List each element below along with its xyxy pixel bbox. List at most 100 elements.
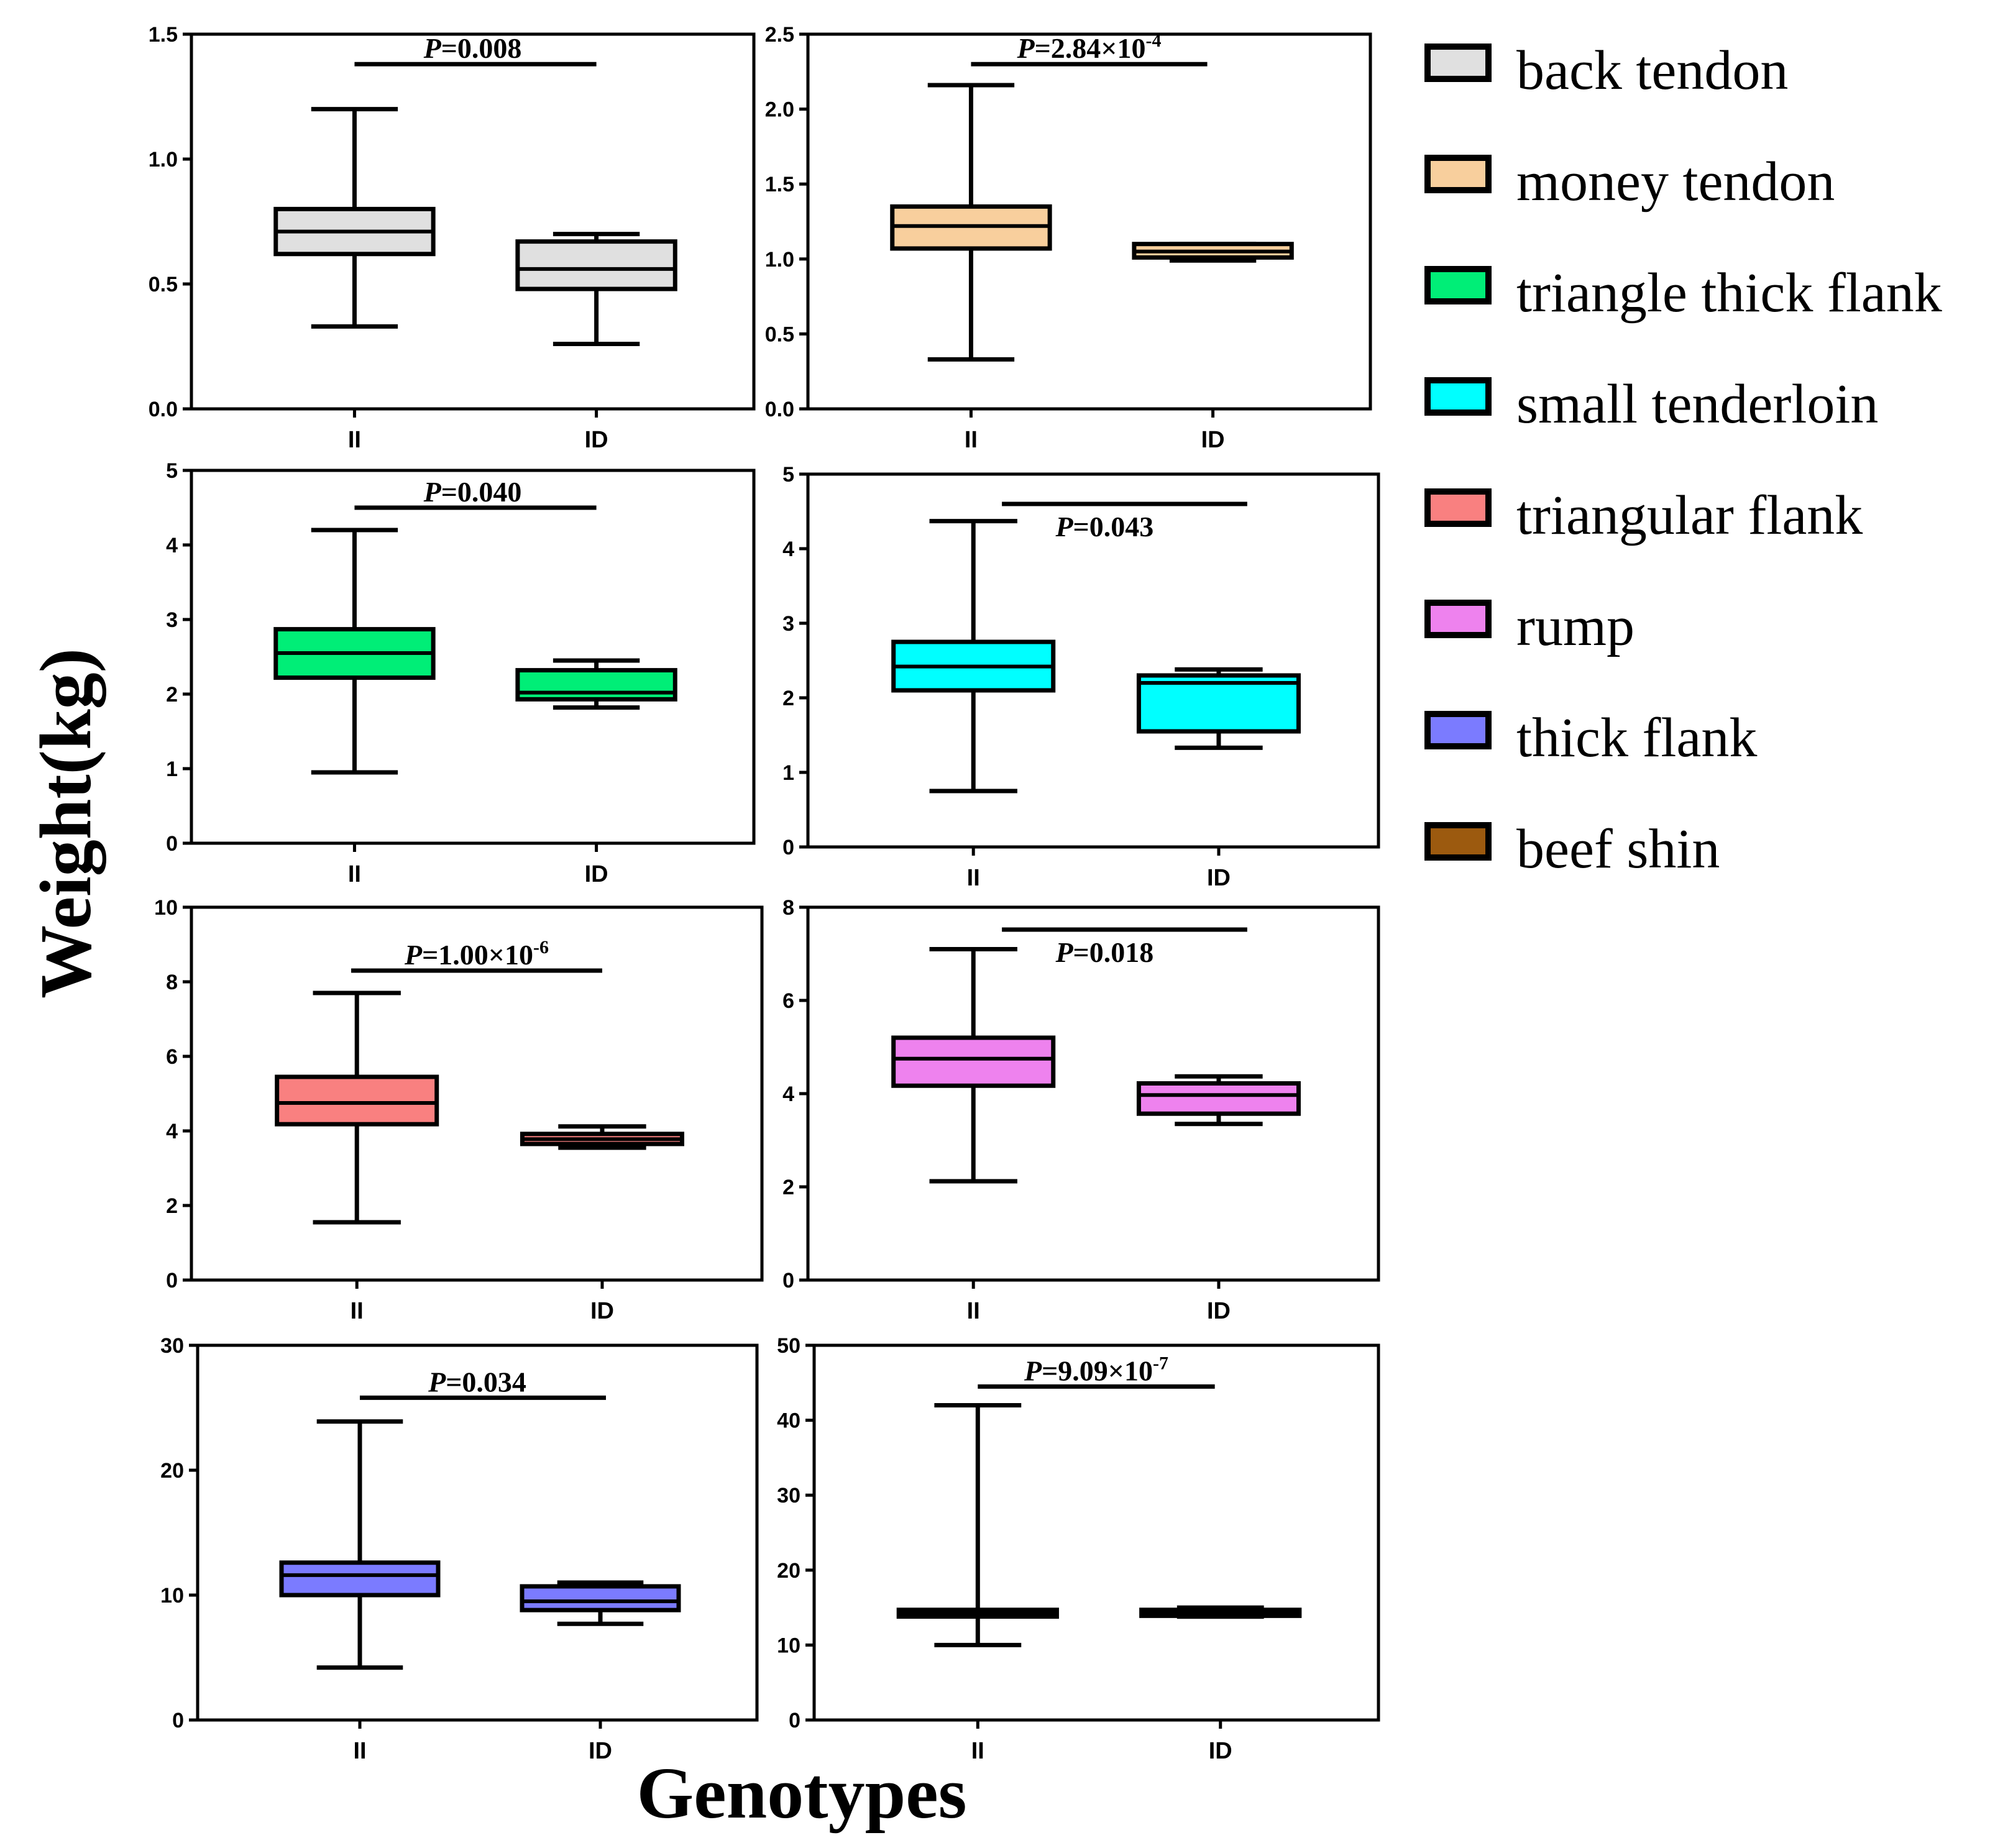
box-II — [279, 1419, 441, 1670]
p-value-text: =0.008 — [441, 32, 522, 64]
x-tick-label: ID — [1201, 427, 1225, 453]
p-value-exponent: -4 — [1146, 30, 1162, 51]
y-tick-label: 0 — [166, 832, 178, 856]
y-tick-label: 4 — [782, 537, 794, 561]
y-tick-label: 6 — [166, 1045, 178, 1069]
plot-frame — [190, 32, 756, 411]
y-tick-label: 4 — [166, 1120, 178, 1143]
p-symbol: P — [428, 1366, 446, 1397]
legend-item: triangle thick flank — [1424, 262, 1942, 324]
y-tick-label: 8 — [782, 896, 794, 920]
x-tick-label: II — [348, 427, 361, 453]
y-tick-label: 3 — [166, 608, 178, 632]
plot-frame — [190, 905, 764, 1282]
x-tick-label: ID — [1209, 1738, 1232, 1764]
box-iqr — [515, 239, 677, 291]
box-II — [891, 519, 1056, 794]
box-ID — [1132, 242, 1294, 263]
p-symbol: P — [1024, 1355, 1042, 1386]
p-symbol: P — [423, 476, 442, 508]
y-tick-label: 3 — [782, 612, 794, 636]
legend-swatch — [1424, 266, 1492, 304]
x-tick-label: ID — [585, 427, 608, 453]
x-tick-label: II — [967, 865, 980, 891]
y-tick-label: 8 — [166, 971, 178, 994]
y-tick-label: 0.0 — [149, 398, 178, 421]
plot-frame — [812, 1343, 1380, 1722]
box-ID — [1136, 667, 1301, 750]
y-tick-label: 0.5 — [149, 273, 178, 296]
y-tick-label: 1.5 — [149, 23, 178, 47]
y-tick-label: 20 — [777, 1559, 800, 1583]
p-symbol: P — [1016, 32, 1035, 64]
p-symbol: P — [404, 939, 423, 971]
legend-label: back tendon — [1516, 40, 1788, 101]
box-ID — [1139, 1605, 1302, 1619]
y-tick-label: 30 — [160, 1334, 184, 1358]
y-tick-label: 2 — [166, 683, 178, 707]
x-tick-label: ID — [590, 1298, 614, 1324]
x-tick-label: ID — [585, 861, 608, 887]
y-tick-label: 1.0 — [149, 148, 178, 172]
y-tick-label: 10 — [154, 896, 178, 920]
y-tick-label: 2 — [782, 1176, 794, 1199]
y-tick-label: 0.0 — [765, 398, 794, 421]
y-tick-label: 1.5 — [765, 173, 794, 196]
p-value-text: =0.018 — [1073, 936, 1154, 968]
y-tick-label: 0 — [166, 1269, 178, 1292]
x-tick-label: II — [351, 1298, 364, 1324]
y-tick-label: 0 — [782, 1269, 794, 1292]
legend-item: triangular flank — [1424, 485, 1863, 546]
box-ID — [520, 1580, 681, 1626]
box-ID — [515, 232, 677, 346]
p-value-label: P=2.84×10-4 — [1016, 30, 1161, 64]
p-symbol: P — [1055, 936, 1073, 968]
legend-label: thick flank — [1516, 707, 1757, 769]
p-value-label: P=9.09×10-7 — [1024, 1353, 1168, 1386]
p-symbol: P — [1055, 511, 1073, 542]
y-tick-label: 1 — [166, 757, 178, 781]
p-value-label: P=0.034 — [428, 1366, 526, 1397]
y-tick-label: 20 — [160, 1459, 184, 1483]
legend-item: money tendon — [1424, 151, 1835, 213]
box-II — [273, 528, 436, 775]
plot-frame — [190, 469, 756, 845]
y-tick-label: 30 — [777, 1484, 800, 1507]
y-tick-label: 2 — [166, 1194, 178, 1218]
p-value-label: P=0.040 — [423, 476, 522, 508]
x-tick-label: II — [353, 1738, 366, 1764]
legend-swatch — [1424, 377, 1492, 416]
box-iqr — [1136, 1081, 1301, 1116]
panel-back-tendon: 0.0 0.5 1.0 1.5II ID P=0.008 — [149, 23, 756, 453]
y-tick-label: 2 — [782, 687, 794, 710]
box-II — [896, 1402, 1059, 1647]
p-value-label: P=0.018 — [1055, 936, 1153, 968]
legend-label: triangle thick flank — [1516, 262, 1942, 324]
x-tick-label: II — [967, 1298, 980, 1324]
plot-frame — [806, 472, 1380, 849]
legend-label: small tenderloin — [1516, 373, 1878, 435]
y-tick-label: 10 — [160, 1584, 184, 1608]
box-ID — [1136, 1074, 1301, 1127]
y-tick-label: 0.5 — [765, 322, 794, 346]
y-tick-label: 5 — [166, 459, 178, 483]
box-iqr — [279, 1560, 441, 1598]
p-value-text: =0.040 — [441, 476, 522, 508]
legend-item: beef shin — [1424, 818, 1720, 880]
legend-swatch — [1424, 600, 1492, 638]
p-value-label: P=0.008 — [423, 32, 522, 64]
x-tick-label: II — [348, 861, 361, 887]
y-tick-label: 4 — [782, 1082, 794, 1106]
p-value-text: =9.09×10 — [1042, 1355, 1153, 1386]
legend-swatch — [1424, 155, 1492, 193]
box-iqr — [520, 1584, 681, 1612]
box-iqr — [515, 668, 677, 702]
y-tick-label: 1 — [782, 761, 794, 785]
y-tick-label: 40 — [777, 1409, 800, 1433]
legend-item: thick flank — [1424, 707, 1757, 769]
